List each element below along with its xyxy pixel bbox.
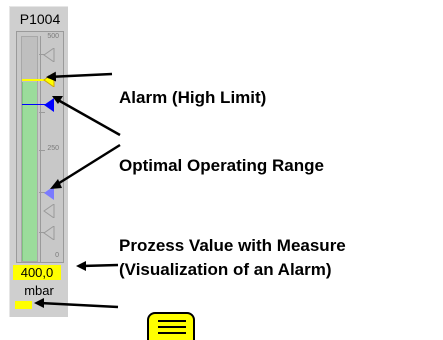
- arrow-range-high: [57, 98, 121, 137]
- arrow-alarm-high: [46, 71, 113, 82]
- arrow-process-value: [81, 263, 119, 268]
- callout-optimal-range: Optimal Operating Range: [119, 156, 324, 175]
- process-value-bar: [22, 81, 37, 261]
- arrowhead: [76, 261, 86, 271]
- tick-mark: [39, 192, 45, 193]
- bar-track: [21, 36, 38, 262]
- callout-process-value-line2: (Visualization of an Alarm): [119, 260, 332, 279]
- hamburger-menu-icon[interactable]: [147, 312, 195, 340]
- scale-label-max: 500: [47, 33, 59, 40]
- tick-mark: [39, 232, 45, 233]
- scale-axis: [40, 36, 41, 262]
- arrow-alarm-indicator: [39, 301, 119, 309]
- scale-label-mid: 250: [47, 145, 59, 152]
- limit-marker-empty-icon: [43, 226, 55, 240]
- tick-mark: [39, 150, 45, 151]
- high-range-limit-line: [22, 104, 52, 105]
- tick-mark: [39, 54, 45, 55]
- faceplate: P1004 500 250 0: [9, 6, 68, 317]
- limit-marker-empty-icon: [43, 48, 55, 62]
- high-alarm-limit-line: [22, 79, 52, 81]
- unit-label: mbar: [24, 283, 54, 298]
- callout-process-value-line1: Prozess Value with Measure: [119, 236, 346, 255]
- limit-marker-empty-icon: [43, 204, 55, 218]
- arrowhead: [34, 298, 44, 308]
- alarm-indicator[interactable]: [15, 301, 32, 309]
- arrowhead: [52, 96, 63, 104]
- scale-label-min: 0: [55, 252, 59, 259]
- high-range-marker-icon: [44, 98, 54, 112]
- callout-alarm-high: Alarm (High Limit): [119, 88, 267, 107]
- tick-mark: [39, 112, 45, 113]
- low-range-marker-icon: [44, 186, 54, 200]
- arrowhead: [50, 179, 62, 189]
- tag-label: P1004: [19, 11, 61, 27]
- level-meter: 500 250 0: [16, 31, 64, 263]
- process-value-display[interactable]: 400,0: [13, 265, 61, 280]
- arrow-range-low: [55, 143, 121, 187]
